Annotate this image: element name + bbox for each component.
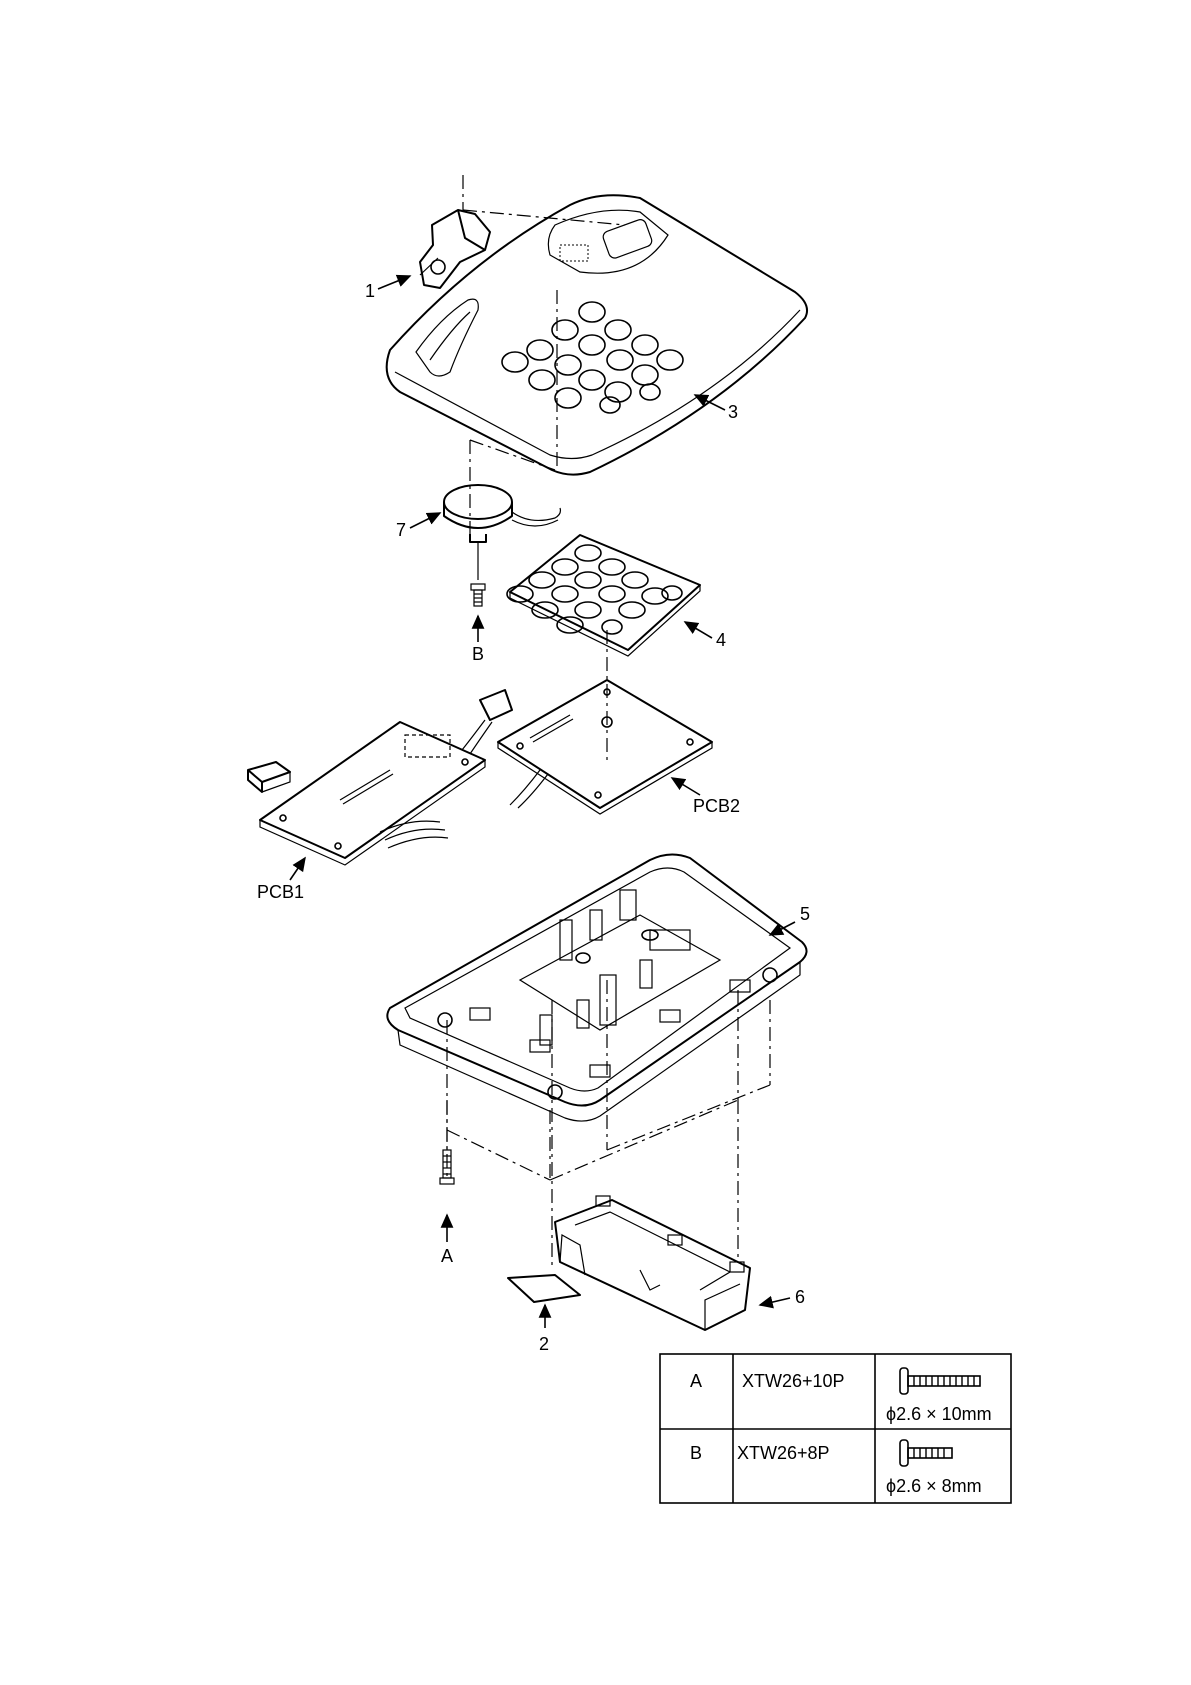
part-4-rubber-keypad xyxy=(507,535,700,656)
callout-screw-b: B xyxy=(472,644,484,664)
callout-part-3: 3 xyxy=(728,402,738,422)
table-row: A XTW26+10P ϕ2.6 × 10mm xyxy=(690,1368,992,1424)
part-3-upper-cabinet xyxy=(387,195,807,474)
speaker-grille xyxy=(560,245,588,261)
screw-size: ϕ2.6 × 8mm xyxy=(886,1476,982,1496)
callout-part-1: 1 xyxy=(365,281,375,301)
button-holes xyxy=(502,302,683,413)
pcb1-board xyxy=(248,690,512,865)
callout-part-6: 6 xyxy=(795,1287,805,1307)
screw-part-number: XTW26+8P xyxy=(737,1443,830,1463)
screw-key: A xyxy=(690,1371,702,1391)
part-2-sheet xyxy=(508,1275,580,1302)
part-6-bottom-cover xyxy=(555,1196,750,1330)
keypad-buttons xyxy=(507,545,682,634)
modular-jack xyxy=(248,762,290,792)
long-screw-icon xyxy=(900,1368,980,1394)
callout-pcb2: PCB2 xyxy=(693,796,740,816)
screw-table: A XTW26+10P ϕ2.6 × 10mm B XTW26+8P ϕ2.6 … xyxy=(660,1354,1011,1503)
assembly-guide-lines xyxy=(447,175,770,1270)
pcb2-board xyxy=(498,680,712,814)
screw-size: ϕ2.6 × 10mm xyxy=(886,1404,992,1424)
connector-cord xyxy=(462,690,512,754)
callout-part-5: 5 xyxy=(800,904,810,924)
callout-pcb1: PCB1 xyxy=(257,882,304,902)
callout-part-2: 2 xyxy=(539,1334,549,1354)
short-screw-icon xyxy=(900,1440,952,1466)
callout-part-4: 4 xyxy=(716,630,726,650)
screw-key: B xyxy=(690,1443,702,1463)
part-1-hook-bracket xyxy=(420,210,490,288)
screw-b xyxy=(471,584,485,606)
screw-part-number: XTW26+10P xyxy=(742,1371,845,1391)
callout-screw-a: A xyxy=(441,1246,453,1266)
callout-part-7: 7 xyxy=(396,520,406,540)
part-5-lower-cabinet xyxy=(387,854,806,1121)
